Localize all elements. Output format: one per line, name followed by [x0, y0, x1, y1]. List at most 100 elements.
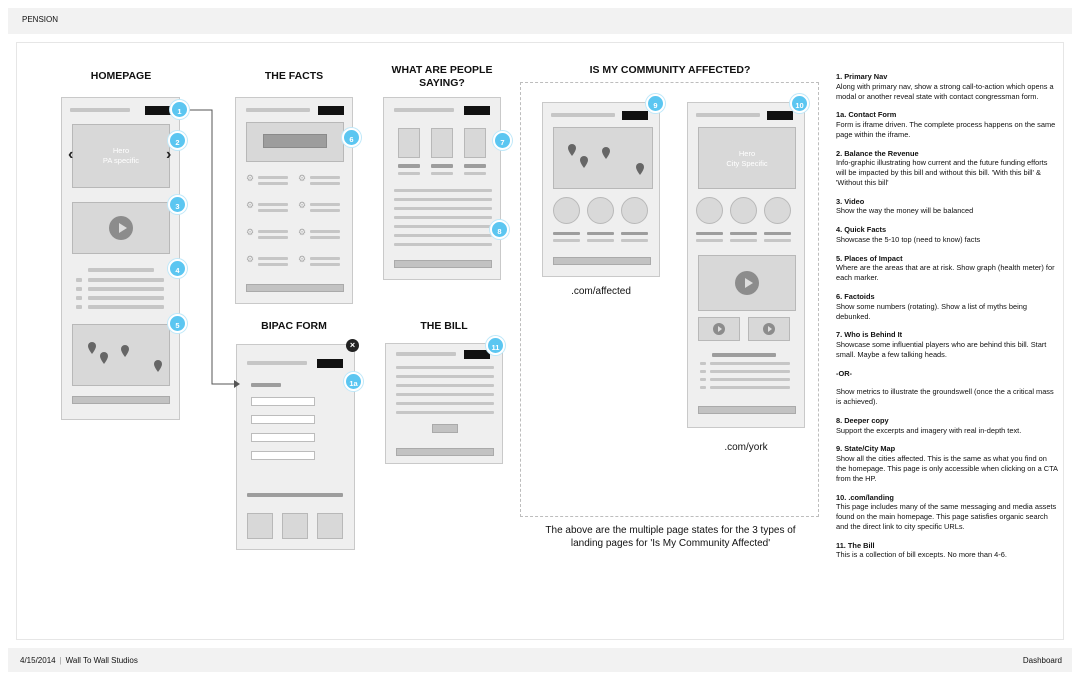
badge-7: 7 [493, 131, 512, 150]
text-line [88, 296, 164, 300]
text-line [396, 402, 494, 405]
map-pins-affected [568, 144, 644, 175]
homepage-title: HOMEPAGE [90, 70, 152, 82]
play-icon [713, 323, 725, 335]
facts-heading-placeholder [88, 268, 154, 272]
nav-placeholder [696, 113, 760, 117]
facts-heading-placeholder [712, 353, 776, 357]
city-circle [730, 197, 757, 224]
map-pin-icon [602, 147, 610, 159]
cta-button [464, 106, 490, 115]
city-circle [621, 197, 648, 224]
text-line [431, 172, 453, 175]
gear-icon: ⚙ [246, 254, 255, 264]
york-wireframe: Hero City Specific [687, 102, 805, 428]
text-line [310, 209, 340, 212]
text-line [258, 257, 288, 260]
text-line [394, 216, 492, 219]
affected-caption: .com/affected [571, 286, 631, 297]
city-name [621, 232, 648, 235]
people-wireframe [383, 97, 501, 280]
bullet [76, 278, 82, 282]
bullet [700, 362, 706, 365]
footer-button-placeholder [246, 284, 344, 292]
form-field [251, 451, 315, 460]
cta-button [145, 106, 171, 115]
cta-button [318, 106, 344, 115]
bullet [700, 370, 706, 373]
footer-button-placeholder [396, 448, 494, 456]
gear-icon: ⚙ [298, 200, 307, 210]
play-icon [735, 271, 759, 295]
form-field [251, 433, 315, 442]
text-line [310, 236, 340, 239]
people-title: WHAT ARE PEOPLE SAYING? [391, 64, 493, 90]
bullet [76, 287, 82, 291]
text-line [394, 225, 492, 228]
nav-placeholder [396, 352, 456, 356]
map-pin-icon [580, 156, 588, 168]
play-icon [763, 323, 775, 335]
text-line [710, 362, 790, 365]
badge-9: 9 [646, 94, 665, 113]
map-pin-icon [100, 352, 108, 364]
form-field [251, 397, 315, 406]
footer-date: 4/15/2014 [20, 656, 56, 665]
board-title: PENSION [22, 15, 59, 24]
bullet [76, 305, 82, 309]
footer-button-placeholder [72, 396, 170, 404]
affected-wireframe [542, 102, 660, 277]
close-icon: × [346, 339, 359, 352]
text-line [88, 278, 164, 282]
map-pin-icon [568, 144, 576, 156]
city-circle [696, 197, 723, 224]
nav-placeholder [246, 108, 310, 112]
text-line [310, 182, 340, 185]
badge-3: 3 [168, 195, 187, 214]
dashboard-link[interactable]: Dashboard [1022, 656, 1062, 665]
map-pin-icon [154, 360, 162, 372]
gear-icon: ⚙ [298, 254, 307, 264]
chevron-left-icon: ‹ [68, 146, 74, 163]
community-group [520, 82, 819, 517]
hero-box [72, 124, 170, 188]
text-line [396, 375, 494, 378]
cta-button [767, 111, 793, 120]
nav-placeholder [551, 113, 615, 117]
city-circle [587, 197, 614, 224]
text-line [621, 239, 648, 242]
bipac-wireframe [236, 344, 355, 550]
footer-button-placeholder [394, 260, 492, 268]
city-circle [764, 197, 791, 224]
text-line [587, 239, 614, 242]
text-line [394, 198, 492, 201]
top-bar: PENSION [8, 8, 1072, 34]
badge-2: 2 [168, 131, 187, 150]
text-line [394, 189, 492, 192]
form-heading [251, 383, 281, 387]
text-line [258, 230, 288, 233]
text-line [258, 176, 288, 179]
map-box [72, 324, 170, 386]
factoid-number [263, 134, 327, 148]
text-line [394, 243, 492, 246]
cta-button [464, 350, 490, 359]
text-line [258, 203, 288, 206]
city-circle [553, 197, 580, 224]
bill-wireframe [385, 343, 503, 464]
text-line [398, 172, 420, 175]
facts-title: THE FACTS [264, 70, 324, 82]
text-line [710, 386, 790, 389]
badge-1a: 1a [344, 372, 363, 391]
city-name [696, 232, 723, 235]
community-note: The above are the multiple page states f… [545, 525, 796, 549]
bullet [700, 386, 706, 389]
cta-button [622, 111, 648, 120]
city-name [553, 232, 580, 235]
footer-bar: 4/15/2014|Wall To Wall Studios Dashboard [8, 648, 1072, 672]
